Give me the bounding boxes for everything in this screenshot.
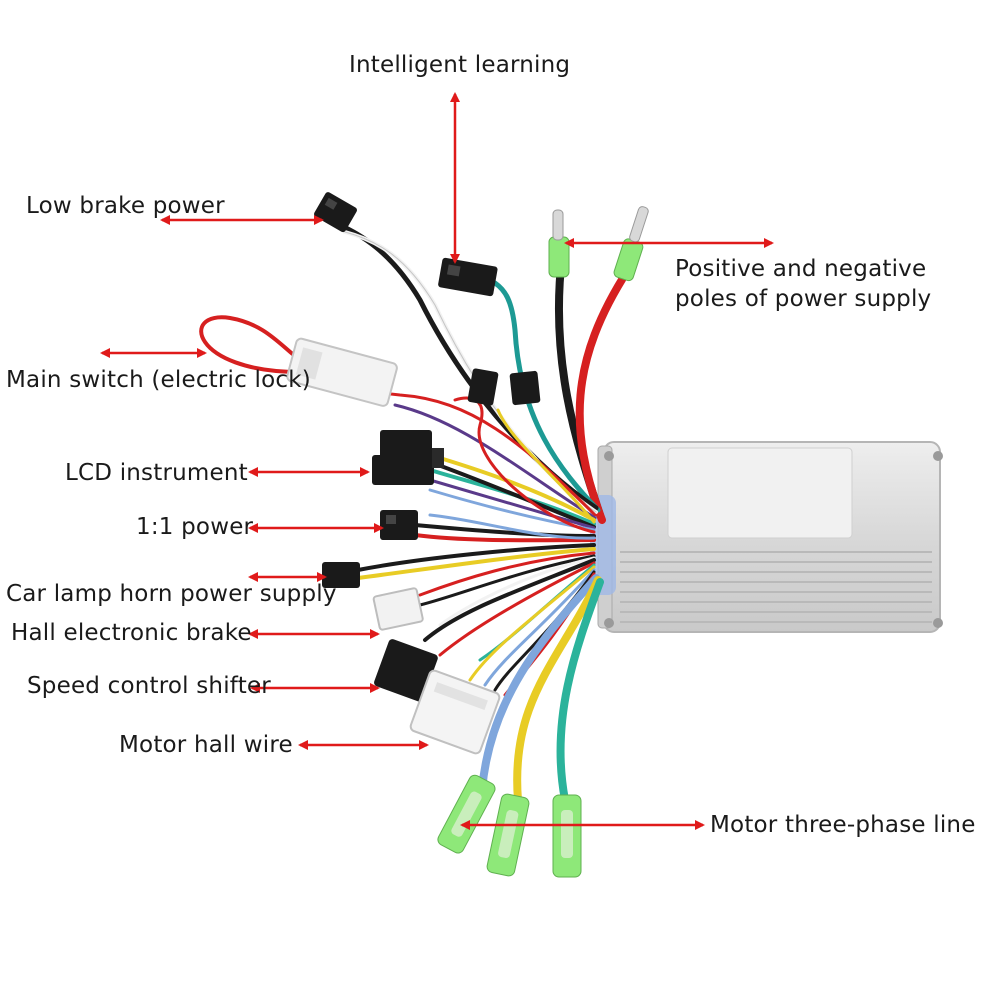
motor-hall-connector <box>409 669 501 755</box>
hall-brake-connector <box>372 587 424 631</box>
low-brake-connector <box>314 192 357 233</box>
lcd-connector <box>372 430 444 485</box>
label-motor-three-phase: Motor three-phase line <box>710 812 976 838</box>
label-motor-hall-wire: Motor hall wire <box>119 732 293 758</box>
controller-housing <box>590 441 943 633</box>
one-to-one-connector <box>380 510 418 540</box>
intelligent-learning-connector <box>438 257 498 297</box>
speed-shifter-connector <box>374 639 438 702</box>
connectors <box>286 192 649 878</box>
pointer-arrows <box>100 92 774 830</box>
label-intelligent-learning: Intelligent learning <box>349 52 571 78</box>
label-speed-control-shifter: Speed control shifter <box>27 673 271 699</box>
label-hall-electronic-brake: Hall electronic brake <box>11 620 252 646</box>
label-low-brake-power: Low brake power <box>26 193 225 219</box>
label-power-supply-line2: poles of power supply <box>675 286 932 312</box>
main-switch-connector <box>286 337 398 407</box>
label-one-to-one-power: 1:1 power <box>136 514 254 540</box>
label-main-switch: Main switch (electric lock) <box>6 367 311 393</box>
car-lamp-connector <box>322 562 360 588</box>
label-power-supply-line1: Positive and negative <box>675 256 927 282</box>
motor-phase-terminal-green <box>552 794 582 878</box>
label-lcd-instrument: LCD instrument <box>65 460 248 486</box>
motor-phase-terminal-yellow <box>486 793 530 877</box>
motor-phase-terminal-blue <box>437 774 496 854</box>
label-car-lamp-horn: Car lamp horn power supply <box>6 581 337 607</box>
